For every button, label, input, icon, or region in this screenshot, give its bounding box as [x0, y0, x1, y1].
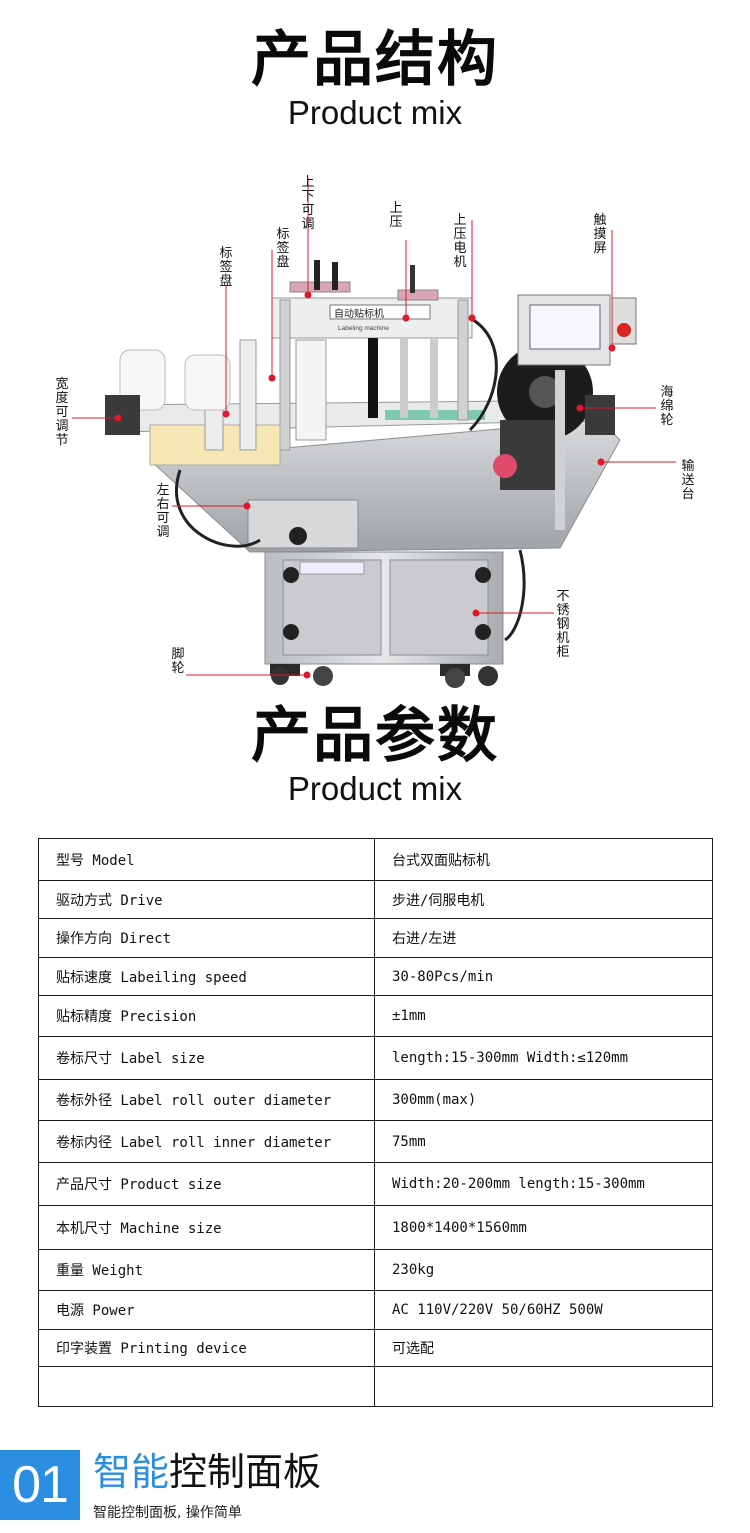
callout-touch-screen: 触摸屏	[593, 213, 607, 256]
table-row: 卷标尺寸 Label size length:15-300mm Width:≤1…	[38, 1036, 713, 1080]
spec-name: 贴标速度 Labeiling speed	[38, 957, 375, 996]
table-row: 操作方向 Direct 右进/左进	[38, 918, 713, 958]
spec-value: Width:20-200mm length:15-300mm	[374, 1162, 713, 1206]
spec-value: 230kg	[374, 1249, 713, 1291]
structure-title-en: Product mix	[287, 94, 463, 131]
callout-width-adjust: 宽度可调节	[55, 377, 69, 448]
spec-name	[38, 1366, 375, 1407]
spec-value: ±1mm	[374, 995, 713, 1037]
section-subtitle: 智能控制面板, 操作简单	[93, 1505, 242, 1521]
spec-name: 电源 Power	[38, 1290, 375, 1330]
table-row: 驱动方式 Drive 步进/伺服电机	[38, 880, 713, 919]
table-row	[38, 1366, 713, 1407]
spec-table: 型号 Model 台式双面贴标机 驱动方式 Drive 步进/伺服电机 操作方向…	[38, 838, 713, 1407]
spec-value: 可选配	[374, 1329, 713, 1367]
machine-illustration: 自动贴标机 Labeling machine 上下可调 上压 上压电机 触摸屏 …	[0, 170, 750, 700]
spec-value	[374, 1366, 713, 1407]
section-title-highlight: 智能	[93, 1450, 170, 1494]
spec-value: AC 110V/220V 50/60HZ 500W	[374, 1290, 713, 1330]
machine-nameplate: 自动贴标机	[334, 307, 384, 320]
callout-caster: 脚轮	[171, 647, 185, 676]
table-row: 贴标精度 Precision ±1mm	[38, 995, 713, 1037]
spec-name: 印字装置 Printing device	[38, 1329, 375, 1367]
table-row: 卷标外径 Label roll outer diameter 300mm(max…	[38, 1079, 713, 1121]
callout-up-down-adjust: 上下可调	[301, 175, 315, 232]
callout-conveyor: 输送台	[681, 459, 695, 502]
table-row: 本机尺寸 Machine size 1800*1400*1560mm	[38, 1205, 713, 1250]
params-title-en: Product mix	[287, 770, 463, 807]
section-title: 智能控制面板	[93, 1450, 321, 1494]
structure-title-cn: 产品结构	[251, 25, 499, 95]
spec-value: 右进/左进	[374, 918, 713, 958]
callout-label-tray-left: 标签盘	[219, 246, 233, 289]
table-row: 卷标内径 Label roll inner diameter 75mm	[38, 1120, 713, 1163]
spec-name: 贴标精度 Precision	[38, 995, 375, 1037]
spec-value: 步进/伺服电机	[374, 880, 713, 919]
callout-sponge-wheel: 海绵轮	[660, 385, 674, 428]
spec-name: 型号 Model	[38, 838, 375, 881]
section-number: 01	[0, 1450, 80, 1520]
params-title-cn: 产品参数	[251, 701, 499, 771]
spec-name: 驱动方式 Drive	[38, 880, 375, 919]
table-row: 重量 Weight 230kg	[38, 1249, 713, 1291]
callout-press-top: 上压	[389, 201, 403, 230]
table-row: 电源 Power AC 110V/220V 50/60HZ 500W	[38, 1290, 713, 1330]
spec-value: 台式双面贴标机	[374, 838, 713, 881]
spec-name: 本机尺寸 Machine size	[38, 1205, 375, 1250]
table-row: 产品尺寸 Product size Width:20-200mm length:…	[38, 1162, 713, 1206]
table-row: 贴标速度 Labeiling speed 30-80Pcs/min	[38, 957, 713, 996]
callout-label-tray-right: 标签盘	[276, 227, 290, 270]
spec-name: 重量 Weight	[38, 1249, 375, 1291]
labeling-machine-drawing: 自动贴标机 Labeling machine	[72, 178, 676, 688]
spec-name: 卷标外径 Label roll outer diameter	[38, 1079, 375, 1121]
table-row: 印字装置 Printing device 可选配	[38, 1329, 713, 1367]
callout-press-motor: 上压电机	[453, 213, 467, 270]
spec-name: 卷标内径 Label roll inner diameter	[38, 1120, 375, 1163]
table-row: 型号 Model 台式双面贴标机	[38, 838, 713, 881]
spec-value: 300mm(max)	[374, 1079, 713, 1121]
spec-name: 操作方向 Direct	[38, 918, 375, 958]
spec-value: 30-80Pcs/min	[374, 957, 713, 996]
section-title-rest: 控制面板	[169, 1450, 322, 1494]
spec-value: 75mm	[374, 1120, 713, 1163]
machine-nameplate-en: Labeling machine	[338, 325, 389, 332]
callout-stainless-cabinet: 不锈钢机柜	[556, 589, 570, 660]
spec-value: 1800*1400*1560mm	[374, 1205, 713, 1250]
spec-name: 产品尺寸 Product size	[38, 1162, 375, 1206]
spec-name: 卷标尺寸 Label size	[38, 1036, 375, 1080]
spec-value: length:15-300mm Width:≤120mm	[374, 1036, 713, 1080]
callout-lr-adjust: 左右可调	[156, 483, 170, 540]
